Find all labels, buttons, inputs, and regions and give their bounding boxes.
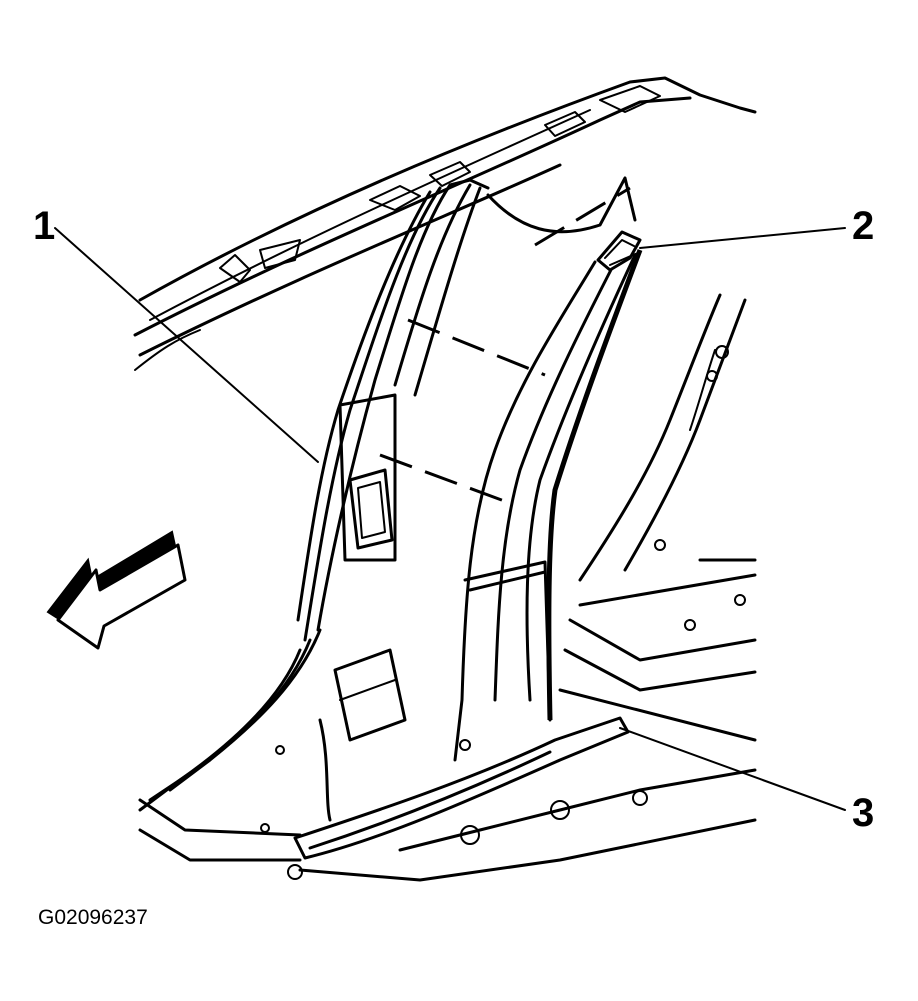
sill-plate [138,648,757,882]
leader-lines [54,227,846,811]
roof-rail [133,76,757,371]
front-pillar-trim [138,176,637,812]
direction-arrow-icon [46,530,187,650]
callout-1: 1 [33,204,56,248]
center-pillar-trim [453,230,643,762]
callout-2: 2 [852,204,875,248]
figure-id: G02096237 [38,906,148,929]
alignment-dashes [379,186,631,507]
callout-3: 3 [852,791,875,835]
rear-body [558,293,757,742]
